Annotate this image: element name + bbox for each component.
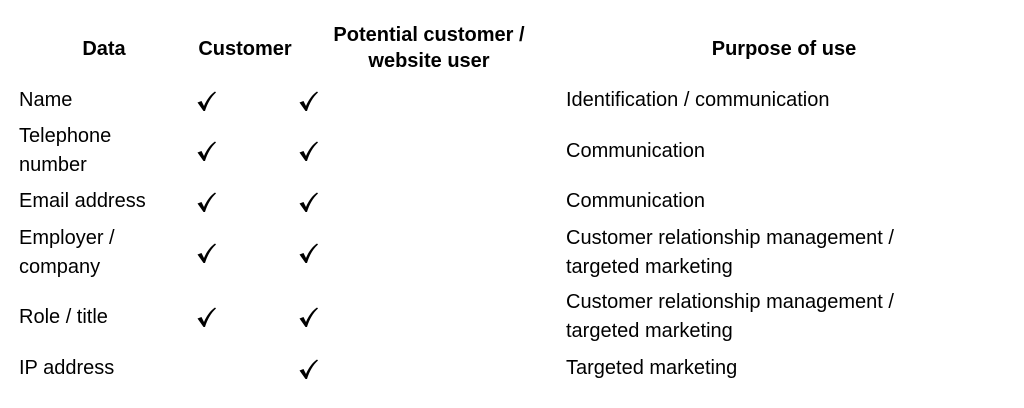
check-icon xyxy=(195,306,217,328)
row-data-label: Role / title xyxy=(19,306,108,328)
check-icon xyxy=(297,358,319,380)
row-purpose: Targeted marketing xyxy=(566,357,738,379)
header-purpose: Purpose of use xyxy=(711,38,857,60)
check-icon xyxy=(297,140,319,162)
check-icon xyxy=(297,191,319,213)
row-data-label: Employer / company xyxy=(19,227,115,278)
check-icon xyxy=(195,140,217,162)
check-icon xyxy=(195,191,217,213)
row-data-label: Name xyxy=(19,89,73,111)
row-data-label: Telephone number xyxy=(19,125,112,176)
check-icon xyxy=(195,90,217,112)
row-purpose: Communication xyxy=(566,190,705,212)
header-potential-customer: Potential customer / website user xyxy=(333,24,525,72)
row-data-label: IP address xyxy=(19,357,115,379)
check-icon xyxy=(297,242,319,264)
row-purpose: Identification / communication xyxy=(566,89,830,111)
check-icon xyxy=(297,306,319,328)
row-purpose: Customer relationship management / targe… xyxy=(566,227,894,278)
check-icon xyxy=(195,242,217,264)
row-purpose: Customer relationship management / targe… xyxy=(566,291,894,342)
row-data-label: Email address xyxy=(19,190,146,212)
row-purpose: Communication xyxy=(566,140,705,162)
header-customer: Customer xyxy=(198,38,292,60)
header-data: Data xyxy=(82,38,126,60)
check-icon xyxy=(297,90,319,112)
